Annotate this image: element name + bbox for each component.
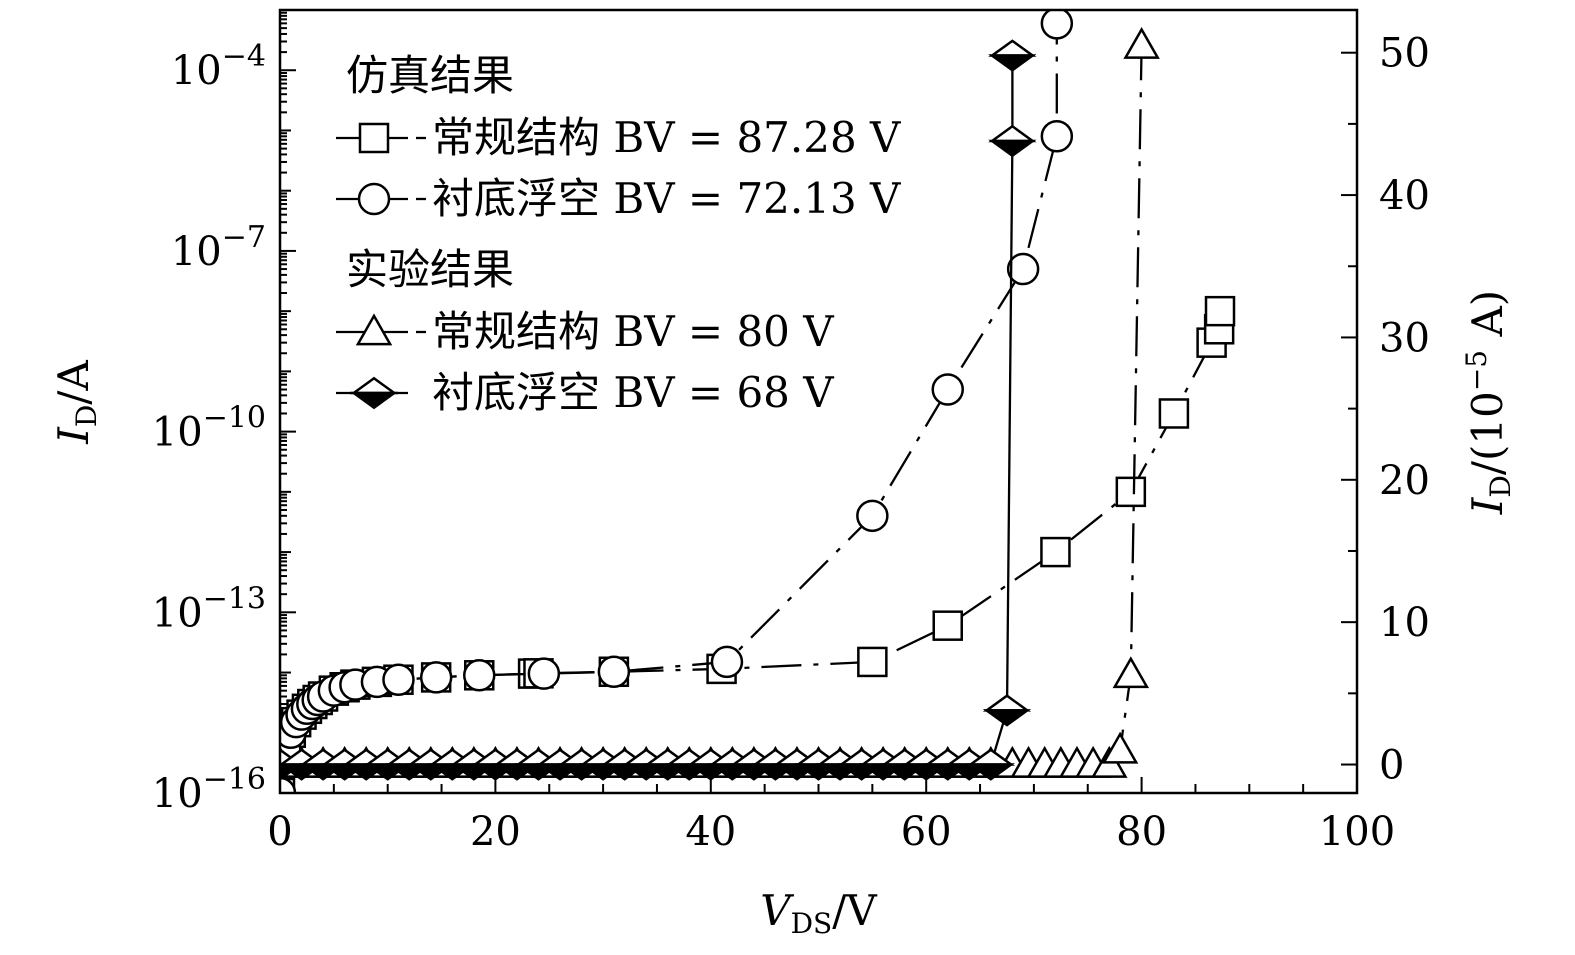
legend-label: 常规结构 BV = 87.28 V [432, 113, 901, 162]
data-point-circle [1040, 120, 1074, 153]
series-layer [280, 10, 1236, 793]
data-point-circle [1006, 252, 1040, 286]
data-point-diamond [349, 376, 399, 410]
diamond-top-half [988, 124, 1037, 143]
series-diamond-half [280, 39, 1037, 781]
data-point-triangle [1123, 26, 1160, 59]
data-point-circle [597, 655, 631, 689]
data-point-square [358, 122, 390, 154]
diamond-top-half [982, 694, 1032, 712]
data-point-diamond [988, 124, 1037, 158]
diamond-bottom-half [982, 709, 1032, 727]
data-point-square [1158, 398, 1190, 429]
data-point-circle [419, 661, 453, 694]
data-point-circle [856, 499, 889, 533]
axes-layer: 0 20 40 60 80 100 10−16 10−13 10−10 10−7 10−4 0 10 20… [49, 8, 1517, 940]
data-point-square [932, 610, 963, 641]
diamond-bottom-half [988, 139, 1037, 158]
legend-label: 常规结构 BV = 80 V [432, 307, 834, 356]
y-left-axis-title: ID/A [49, 360, 103, 445]
x-tick-label: 40 [685, 809, 736, 855]
data-point-square [1040, 536, 1071, 568]
data-point-triangle [355, 313, 393, 346]
diamond-bottom-half [988, 54, 1037, 72]
data-point-circle [931, 373, 964, 406]
data-point-diamond [988, 39, 1037, 72]
y-right-tick-label: 40 [1379, 173, 1430, 219]
data-point-diamond [966, 748, 1015, 781]
data-point-diamond [982, 694, 1032, 727]
diamond-top-half [349, 376, 399, 395]
data-point-circle [1040, 10, 1074, 40]
series-circle [280, 10, 1074, 793]
data-point-circle [357, 182, 391, 216]
x-tick-label: 100 [1319, 809, 1395, 855]
data-point-circle [527, 657, 561, 690]
y-right-tick-label: 20 [1379, 458, 1430, 504]
legend-entry: 常规结构 BV = 80 V [336, 307, 834, 356]
data-point-square [1115, 476, 1147, 508]
legend-entry: 衬底浮空 BV = 68 V [336, 368, 834, 417]
legend-group-heading: 仿真结果 [346, 51, 514, 100]
data-point-triangle [1101, 731, 1139, 764]
x-tick-label: 20 [470, 809, 521, 855]
legend-group-heading: 实验结果 [346, 245, 514, 294]
y-left-tick-label: 10−10 [152, 401, 266, 456]
plot-frame [278, 8, 1359, 795]
x-tick-label: 60 [901, 809, 952, 855]
y-left-tick-label: 10−16 [152, 762, 266, 817]
y-left-tick-label: 10−7 [171, 220, 266, 275]
data-point-circle [710, 645, 744, 679]
legend-label: 衬底浮空 BV = 68 V [432, 368, 834, 417]
y-left-tick-label: 10−13 [152, 581, 266, 636]
data-point-circle [382, 663, 415, 696]
y-right-axis-title: ID/(10−5 A) [1460, 290, 1517, 515]
x-tick-label: 80 [1116, 809, 1167, 855]
data-point-square [857, 646, 888, 678]
diamond-top-half [988, 39, 1037, 57]
data-point-triangle [1112, 656, 1150, 689]
legend-entry: 衬底浮空 BV = 72.13 V [336, 174, 901, 223]
legend-label: 衬底浮空 BV = 72.13 V [432, 174, 901, 223]
y-left-tick-label: 10−4 [171, 39, 266, 94]
diamond-bottom-half [966, 763, 1015, 781]
data-point-circle [280, 776, 297, 793]
x-tick-label: 0 [267, 809, 292, 855]
y-right-tick-label: 0 [1379, 743, 1404, 789]
y-right-tick-label: 30 [1379, 315, 1430, 361]
legend-entry: 常规结构 BV = 87.28 V [336, 113, 901, 162]
y-right-tick-label: 10 [1379, 600, 1430, 646]
diamond-bottom-half [349, 391, 399, 410]
data-point-square [1204, 295, 1236, 327]
x-axis-title: VDS/V [760, 886, 877, 940]
y-right-tick-label: 50 [1379, 31, 1430, 77]
data-point-circle [462, 659, 496, 692]
